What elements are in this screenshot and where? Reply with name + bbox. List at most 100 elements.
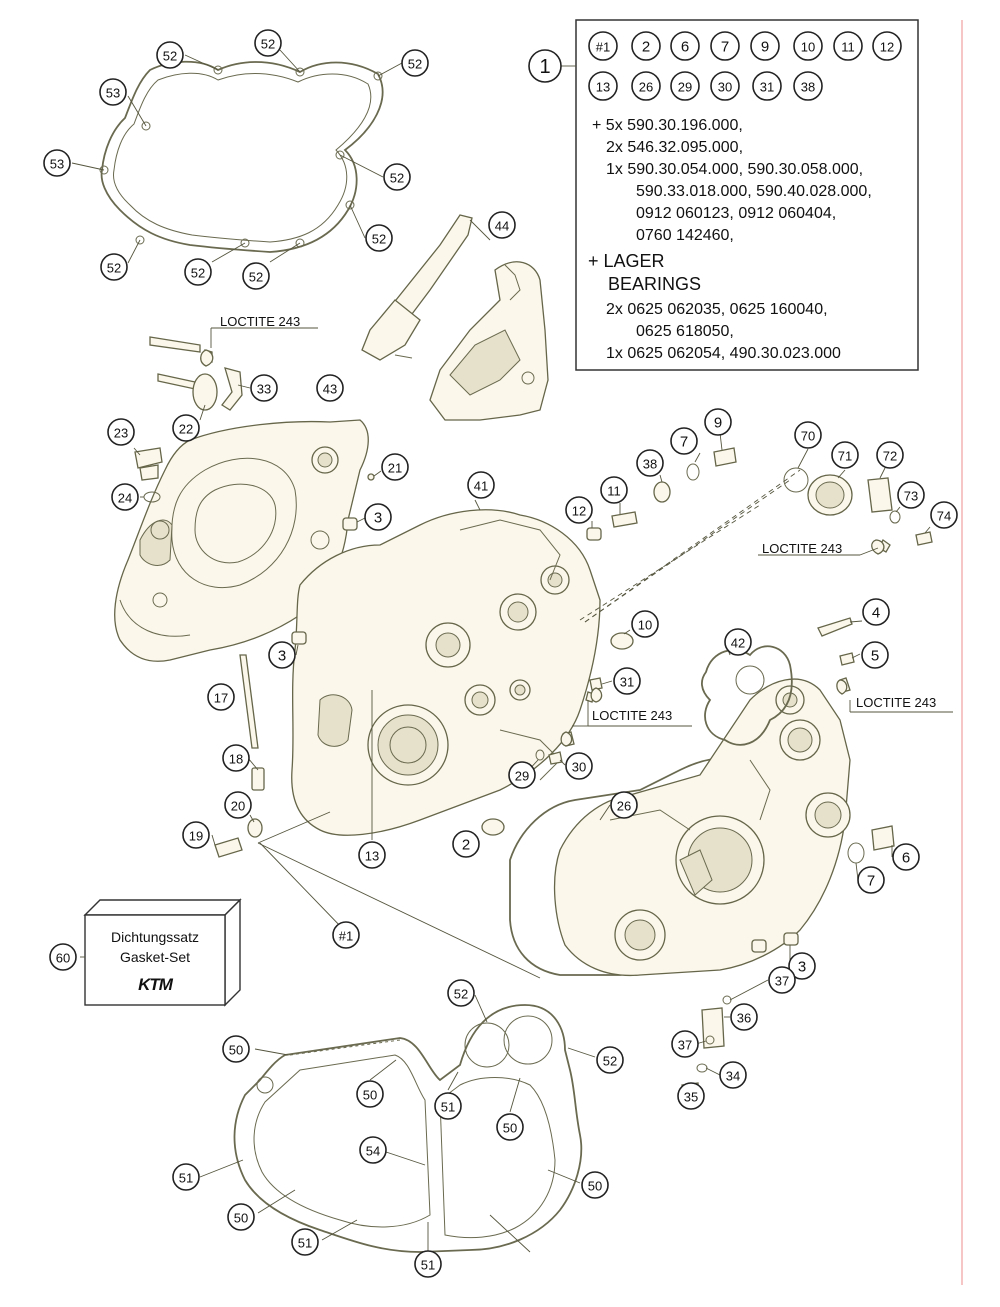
- callout-73-37-circle: [897, 481, 925, 509]
- callout-21-17-circle: [381, 453, 409, 481]
- callout-kit1-27: #1: [332, 921, 360, 949]
- box-item-7: 7: [710, 31, 740, 61]
- callout-7-48-circle: [857, 866, 885, 894]
- callout-52-9-label: 52: [191, 266, 205, 281]
- box-item-30-label: 30: [718, 80, 732, 95]
- callout-18-22: 18: [222, 744, 250, 772]
- box-item-9: 9: [750, 31, 780, 61]
- box-item-9-circle: [750, 31, 780, 61]
- loctite-label-4: LOCTITE 243: [592, 708, 672, 723]
- callout-50-64: 50: [581, 1171, 609, 1199]
- box-line-3: 1x 590.30.054.000, 590.30.058.000,: [606, 161, 863, 178]
- callout-53-6: 53: [43, 149, 71, 177]
- callout-51-62: 51: [172, 1163, 200, 1191]
- callout-51-58-label: 51: [441, 1100, 455, 1115]
- callout-50-56-circle: [222, 1035, 250, 1063]
- callout-74-38: 74: [930, 501, 958, 529]
- box-item-29-label: 29: [678, 80, 692, 95]
- callout-70-34-label: 70: [801, 429, 815, 444]
- callout-52-9: 52: [184, 258, 212, 286]
- callout-34-53: 34: [719, 1061, 747, 1089]
- box-line-5: 0912 060123, 0912 060404,: [636, 205, 836, 222]
- box-item-6-label: 6: [681, 39, 689, 56]
- callout-50-63: 50: [227, 1203, 255, 1231]
- callout-52-8-circle: [100, 253, 128, 281]
- callout-51-62-circle: [172, 1163, 200, 1191]
- callout-60-28-circle: [49, 943, 77, 971]
- callout-3-18: 3: [364, 503, 392, 531]
- callout-3-19: 3: [268, 641, 296, 669]
- callout-71-35-circle: [831, 441, 859, 469]
- callout-3-18-circle: [364, 503, 392, 531]
- box-line-2: 2x 546.32.095.000,: [606, 139, 743, 156]
- box-item-31-label: 31: [760, 80, 774, 95]
- callout-22-14-label: 22: [179, 422, 193, 437]
- box-item-30: 30: [710, 71, 740, 101]
- leader-lines: [71, 49, 953, 1262]
- callout-50-57-circle: [356, 1080, 384, 1108]
- callout-18-22-circle: [222, 744, 250, 772]
- callout-13-25-circle: [358, 841, 386, 869]
- callout-54-61-circle: [359, 1136, 387, 1164]
- bottom-gasket-hole-small: [256, 1076, 274, 1094]
- callout-42-42-circle: [724, 628, 752, 656]
- callout-53-4-label: 53: [106, 86, 120, 101]
- callout-23-15-circle: [107, 418, 135, 446]
- callout-3-49-label: 3: [798, 959, 806, 976]
- callout-26-46-label: 26: [617, 799, 631, 814]
- callout-72-36: 72: [876, 441, 904, 469]
- callout-19-24-circle: [182, 821, 210, 849]
- callout-72-36-label: 72: [883, 449, 897, 464]
- callout-35-54-circle: [677, 1082, 705, 1110]
- gasket-bolt-holes-top: [99, 65, 383, 248]
- box-item-kit1-label: #1: [596, 40, 610, 55]
- callout-43-13: 43: [316, 374, 344, 402]
- callout-44-11: 44: [488, 211, 516, 239]
- chain-guide-assembly: [361, 214, 549, 421]
- callout-4-39-label: 4: [872, 605, 880, 622]
- box-item-7-circle: [710, 31, 740, 61]
- callout-kit1-27-label: #1: [339, 929, 353, 944]
- callout-20-23-circle: [224, 791, 252, 819]
- callout-70-34: 70: [794, 421, 822, 449]
- callout-21-17: 21: [381, 453, 409, 481]
- callout-22-14: 22: [172, 414, 200, 442]
- callout-52-5: 52: [383, 163, 411, 191]
- box-line-6: 0760 142460,: [636, 227, 734, 244]
- gasket-kit-box: Dichtungssatz Gasket-Set KTM: [83, 898, 242, 1007]
- callout-51-58: 51: [434, 1092, 462, 1120]
- callout-30-44-label: 30: [572, 760, 586, 775]
- callout-51-66-circle: [414, 1250, 442, 1278]
- callout-52-3-circle: [401, 49, 429, 77]
- callout-31-43-label: 31: [620, 675, 634, 690]
- callout-52-60-label: 52: [603, 1054, 617, 1069]
- bottom-gasket-inner: [253, 1054, 431, 1228]
- callout-4-39-circle: [862, 598, 890, 626]
- box-item-kit1: #1: [588, 31, 618, 61]
- callout-kit1-27-circle: [332, 921, 360, 949]
- callout-74-38-label: 74: [937, 509, 951, 524]
- callout-13-25-label: 13: [365, 849, 379, 864]
- box-line-4: 590.33.018.000, 590.40.028.000,: [636, 183, 872, 200]
- box-item-12-label: 12: [880, 40, 894, 55]
- callout-52-2-circle: [254, 29, 282, 57]
- callout-50-56-label: 50: [229, 1043, 243, 1058]
- callout-34-53-circle: [719, 1061, 747, 1089]
- callout-1-0-circle: [528, 49, 562, 83]
- box-line-8: BEARINGS: [608, 274, 701, 294]
- left-crankcase-half: [291, 509, 601, 836]
- callout-4-39: 4: [862, 598, 890, 626]
- callout-52-7-label: 52: [372, 232, 386, 247]
- callout-29-45-label: 29: [515, 769, 529, 784]
- callout-29-45-circle: [508, 761, 536, 789]
- callout-52-55-label: 52: [454, 987, 468, 1002]
- box-item-29-circle: [670, 71, 700, 101]
- callout-1-0: 1: [528, 49, 562, 83]
- callout-74-38-circle: [930, 501, 958, 529]
- box-item-6-circle: [670, 31, 700, 61]
- callout-51-65-circle: [291, 1228, 319, 1256]
- callout-50-64-label: 50: [588, 1179, 602, 1194]
- loctite-label-2: LOCTITE 243: [762, 541, 842, 556]
